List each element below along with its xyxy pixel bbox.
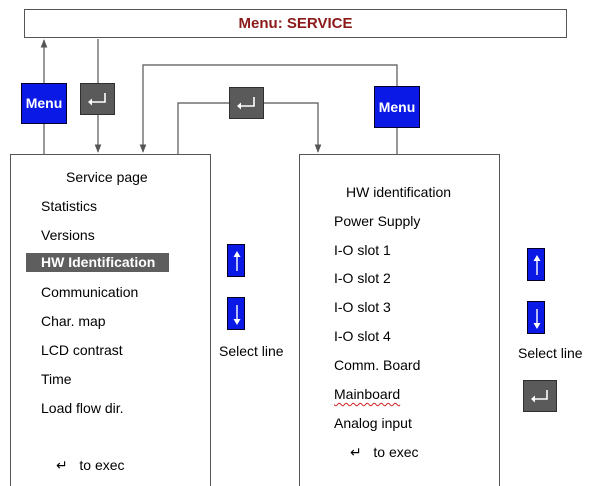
hw-item-io-slot-3[interactable]: I-O slot 3 bbox=[334, 299, 391, 315]
enter-key-icon bbox=[88, 93, 106, 106]
down-button-left[interactable] bbox=[227, 297, 245, 330]
service-item-statistics[interactable]: Statistics bbox=[41, 198, 98, 214]
hw-page-header: HW identification bbox=[346, 184, 452, 200]
down-button-right[interactable] bbox=[527, 301, 545, 334]
up-button-left[interactable] bbox=[227, 244, 245, 277]
hw-menu-back-arrow bbox=[139, 64, 398, 154]
service-item-versions[interactable]: Versions bbox=[41, 227, 95, 243]
hw-item-io-slot-2[interactable]: I-O slot 2 bbox=[334, 270, 391, 286]
hw-item-power-supply[interactable]: Power Supply bbox=[334, 213, 421, 229]
hw-item-analog-input[interactable]: Analog input bbox=[334, 415, 412, 431]
service-item-char-map[interactable]: Char. map bbox=[41, 313, 106, 329]
exec-label: to exec bbox=[79, 457, 125, 473]
down-arrow-icon bbox=[533, 309, 541, 329]
down-arrow-icon bbox=[233, 305, 241, 325]
service-exec-hint: ↵ to exec bbox=[56, 457, 125, 474]
service-item-time[interactable]: Time bbox=[41, 371, 72, 387]
menu-title-bar: Menu: SERVICE bbox=[24, 9, 567, 38]
select-line-caption-left: Select line bbox=[219, 343, 284, 359]
up-arrow-icon bbox=[533, 255, 541, 275]
return-symbol-icon: ↵ bbox=[350, 444, 362, 460]
enter-button-right[interactable] bbox=[523, 380, 557, 412]
hw-item-io-slot-1[interactable]: I-O slot 1 bbox=[334, 242, 391, 258]
up-arrow-icon bbox=[233, 251, 241, 271]
menu-title: Menu: SERVICE bbox=[238, 15, 353, 32]
hw-item-comm-board[interactable]: Comm. Board bbox=[334, 357, 421, 373]
service-item-load-flow-dir[interactable]: Load flow dir. bbox=[41, 400, 124, 416]
service-page-header: Service page bbox=[66, 169, 148, 185]
service-item-hw-identification-selected[interactable]: HW Identification bbox=[26, 253, 170, 272]
menu-button-right[interactable]: Menu bbox=[374, 86, 420, 128]
menu-button-left-label: Menu bbox=[25, 95, 63, 111]
enter-button-left[interactable] bbox=[80, 83, 115, 115]
menu-button-right-label: Menu bbox=[378, 99, 416, 115]
hw-item-io-slot-4[interactable]: I-O slot 4 bbox=[334, 328, 391, 344]
return-symbol-icon: ↵ bbox=[56, 457, 68, 473]
service-item-lcd-contrast[interactable]: LCD contrast bbox=[41, 342, 123, 358]
enter-button-center[interactable] bbox=[229, 87, 264, 119]
service-page-panel bbox=[10, 154, 211, 486]
service-item-communication[interactable]: Communication bbox=[41, 284, 139, 300]
hw-exec-hint: ↵ to exec bbox=[350, 444, 419, 461]
menu-button-left[interactable]: Menu bbox=[21, 83, 67, 124]
hw-identification-panel bbox=[299, 154, 500, 486]
exec-label: to exec bbox=[373, 444, 419, 460]
hw-item-mainboard[interactable]: Mainboard bbox=[334, 386, 401, 402]
select-line-caption-right: Select line bbox=[518, 345, 583, 361]
enter-key-icon bbox=[531, 390, 548, 403]
up-button-right[interactable] bbox=[527, 248, 545, 281]
enter-key-icon bbox=[237, 97, 255, 110]
